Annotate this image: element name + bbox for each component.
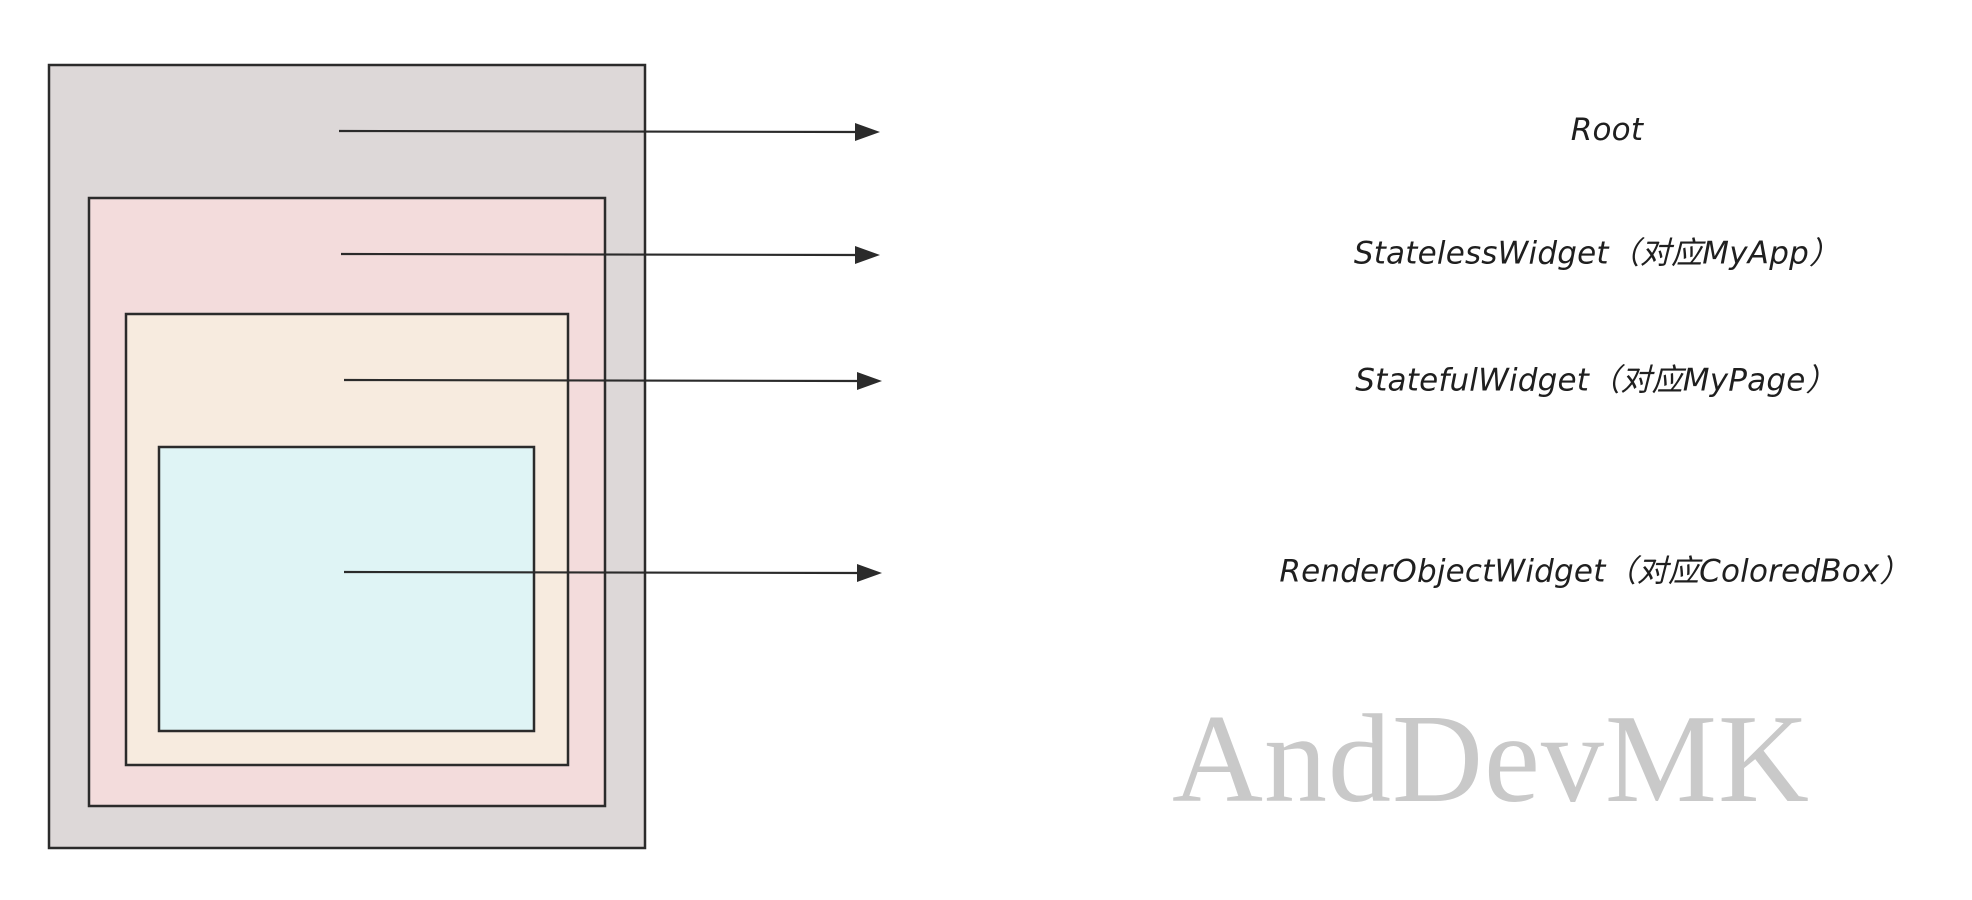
render-object-arrow-head — [857, 564, 882, 582]
stateless-arrow-head — [855, 246, 880, 264]
watermark: AndDevMK — [1172, 690, 1810, 829]
root-label: Root — [1570, 112, 1644, 148]
stateful-arrow-head — [857, 372, 882, 390]
stateless-arrow — [340, 252, 859, 257]
stateless-widget-label: StatelessWidget（对应MyApp） — [1353, 235, 1841, 272]
root-arrow-head — [855, 123, 880, 141]
stateful-arrow — [343, 378, 861, 383]
render-object-widget-box — [157, 445, 536, 733]
render-object-arrow — [343, 570, 861, 575]
stateful-widget-label: StatefulWidget（对应MyPage） — [1355, 362, 1837, 399]
root-arrow — [338, 129, 859, 134]
render-object-widget-label: RenderObjectWidget（对应ColoredBox） — [1279, 553, 1911, 590]
